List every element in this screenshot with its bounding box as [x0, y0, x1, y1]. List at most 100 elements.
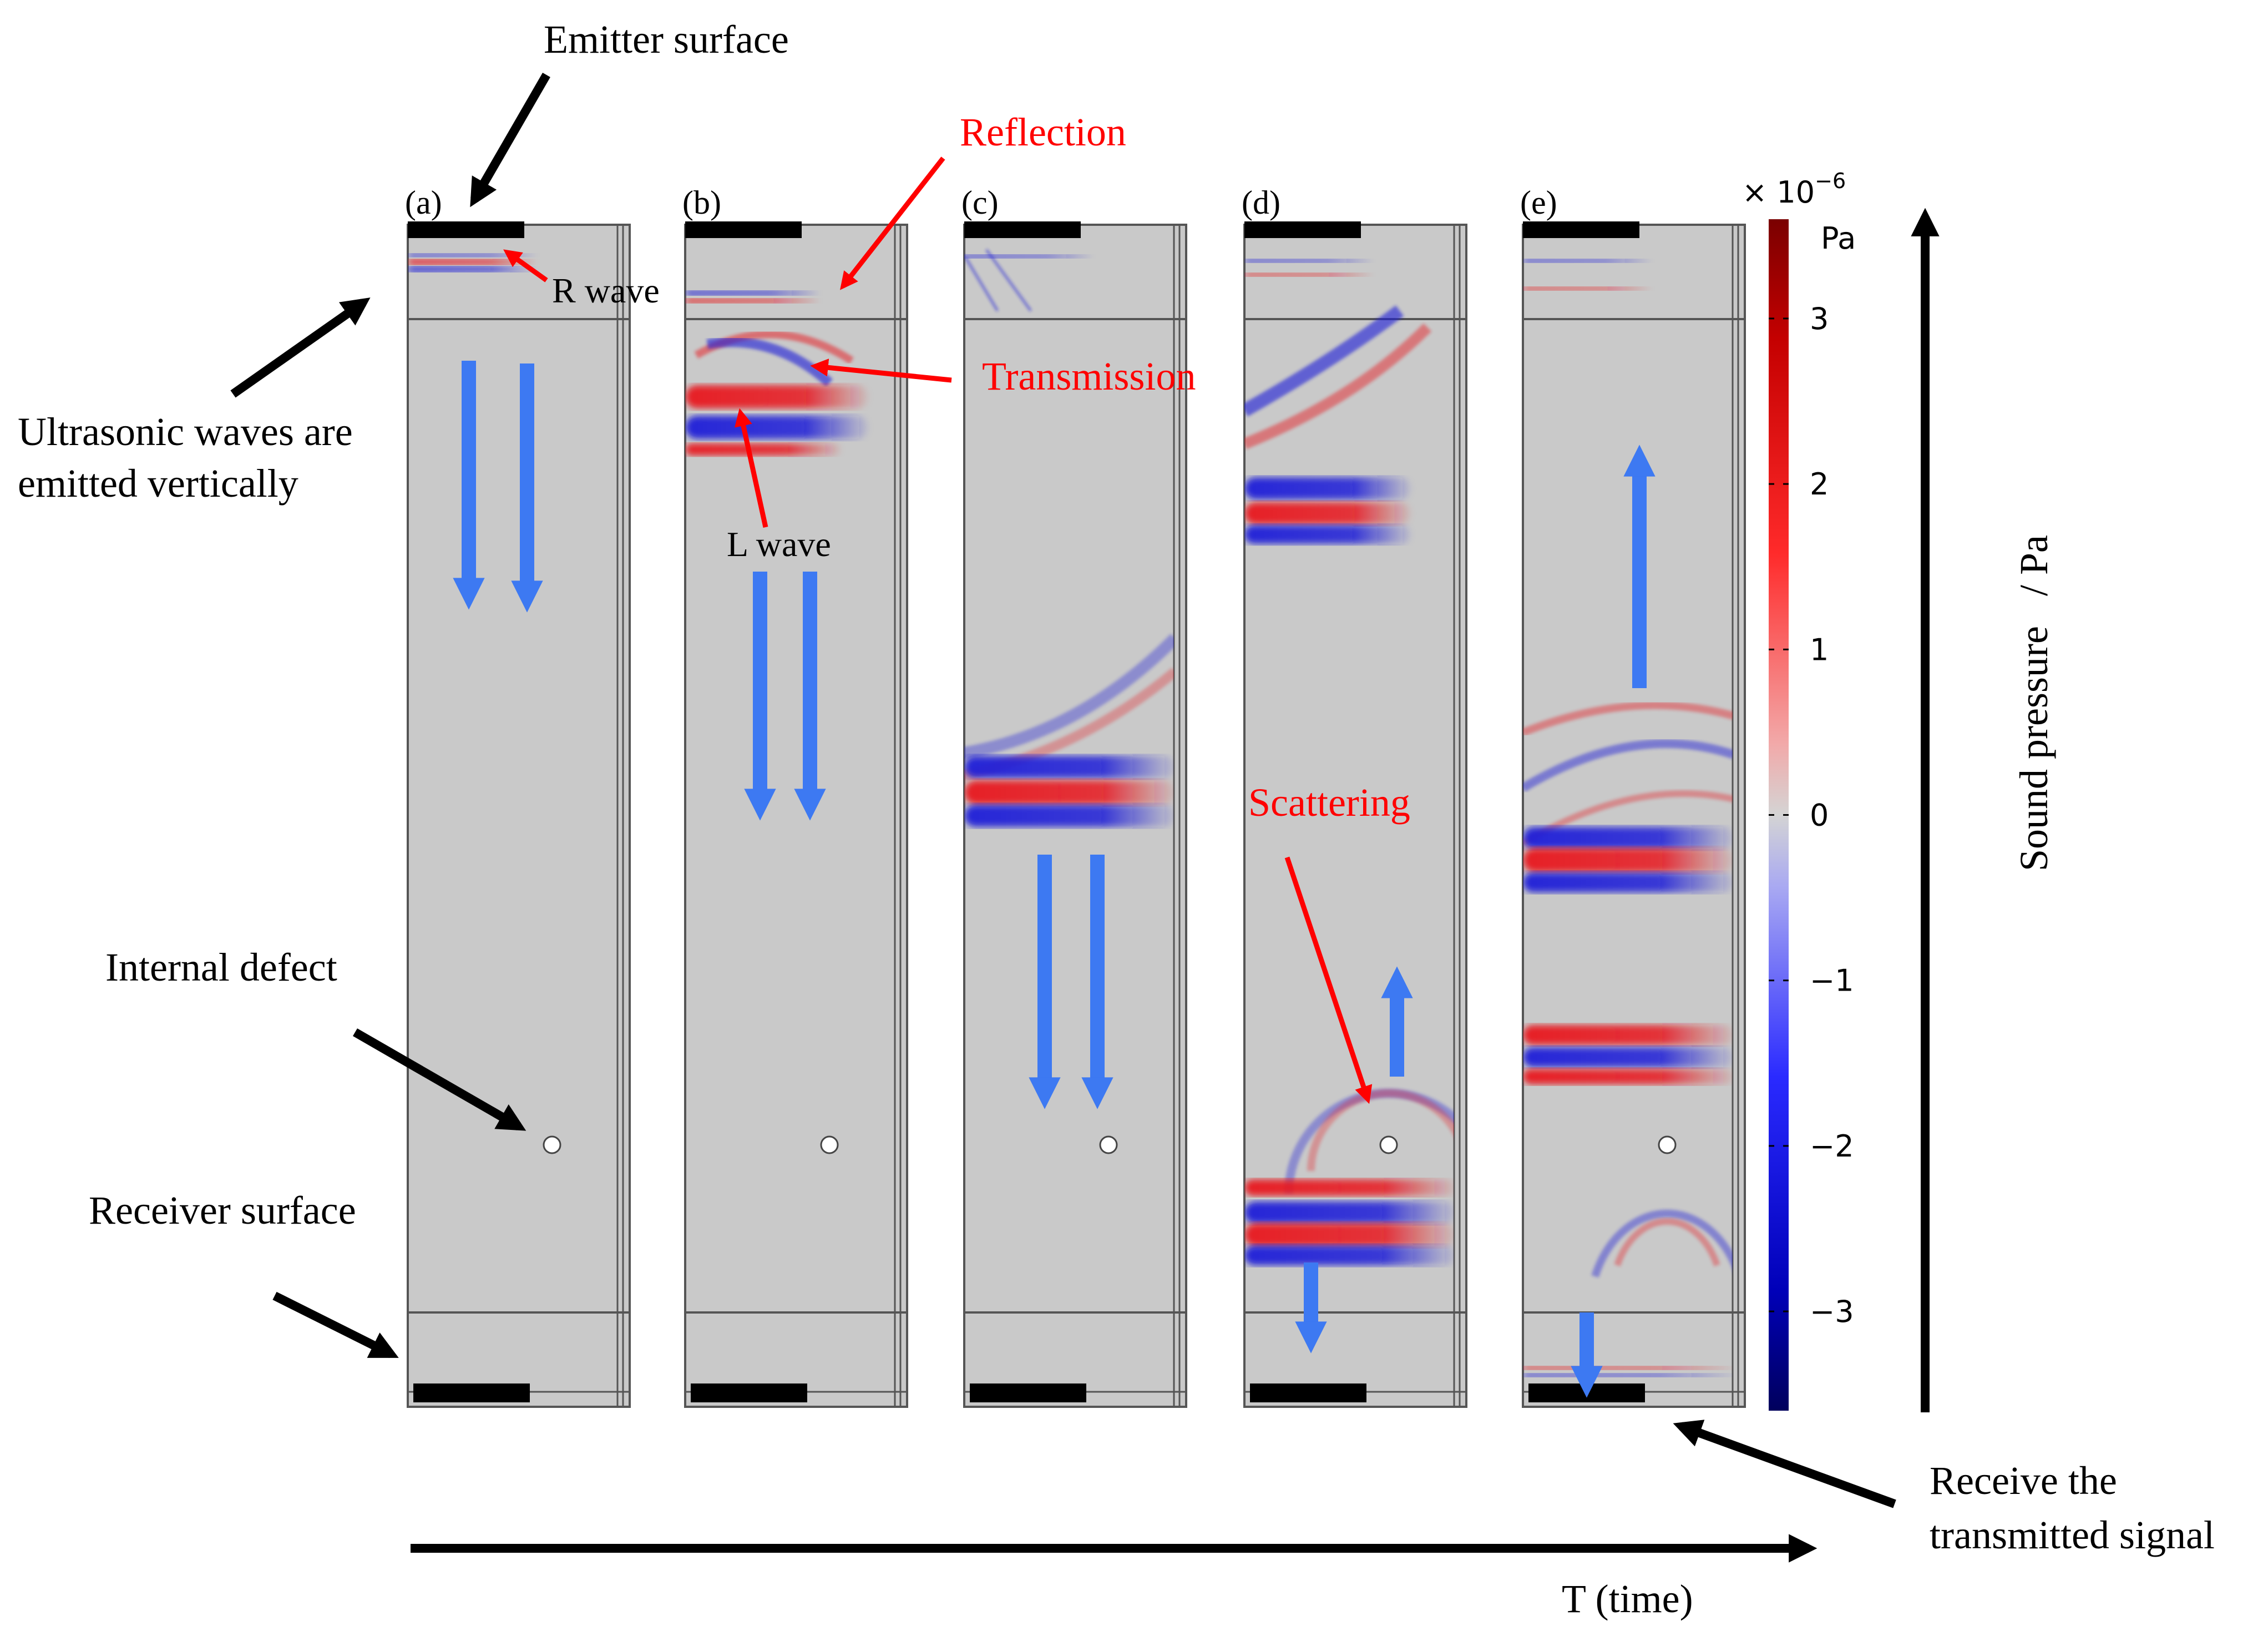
- red-annotation-arrows: [503, 156, 1373, 1104]
- scattered-wavefront: [1244, 323, 1432, 450]
- receive-signal-arrow: [1673, 1420, 1896, 1508]
- scattered-wavefront: [1523, 739, 1733, 792]
- emitter-transducer: [964, 221, 1081, 238]
- wavefront: [1523, 1374, 1733, 1377]
- colorbar-tick-label: 1: [1810, 632, 1829, 667]
- wavefront: [964, 780, 1174, 805]
- wavefront: [1244, 477, 1411, 499]
- internal-defect-marker: [1099, 1135, 1118, 1154]
- ultrasonic-label-line1: Ultrasonic waves are: [18, 410, 353, 454]
- sound-pressure-label: Sound pressure / Pa: [2012, 535, 2056, 871]
- internal-defect-marker: [543, 1135, 561, 1154]
- l-wave-arrow: [735, 408, 768, 528]
- r-wave-arrow: [503, 249, 548, 282]
- wavefront: [1523, 1025, 1733, 1045]
- colorbar-multiplier: × 10−6: [1742, 169, 1846, 210]
- emitter-transducer: [1244, 221, 1361, 238]
- scattered-wavefront: [1614, 1218, 1720, 1266]
- annotation-arrows: [230, 72, 1940, 1563]
- scattering-label: Scattering: [1248, 780, 1410, 825]
- wavefront: [685, 291, 818, 295]
- wavefront: [1244, 1179, 1454, 1196]
- colorbar-tick-label: −1: [1810, 963, 1854, 998]
- wavefront: [1523, 287, 1651, 290]
- wavefront: [685, 385, 868, 408]
- transmission-arrow: [810, 358, 952, 383]
- wavefront: [1244, 1201, 1454, 1224]
- time-axis-label: T (time): [1562, 1577, 1693, 1621]
- r-wave-label: R wave: [552, 271, 660, 310]
- colorbar-tick-label: −2: [1810, 1129, 1854, 1164]
- receiver-arrow: [272, 1291, 399, 1359]
- internal-defect-marker: [1658, 1135, 1677, 1154]
- panel-domain: [1522, 224, 1746, 1408]
- panel-label: (b): [682, 184, 721, 221]
- wavefront: [964, 255, 1092, 258]
- annotation-labels: Emitter surface Ultrasonic waves are emi…: [18, 17, 2215, 1621]
- emitter-transducer: [685, 221, 802, 238]
- wavefront: [685, 416, 868, 439]
- internal-defect-marker: [820, 1135, 839, 1154]
- scattered-wavefront: [964, 249, 1032, 312]
- panel: (b): [682, 184, 908, 1408]
- internal-defect-marker: [1379, 1135, 1398, 1154]
- receiver-transducer: [691, 1383, 807, 1402]
- wavefront: [685, 299, 818, 303]
- panel: (c): [961, 184, 1187, 1408]
- transmission-label: Transmission: [982, 354, 1196, 398]
- panel: (e): [1520, 184, 1746, 1408]
- wavefront: [1523, 259, 1651, 262]
- wavefront: [964, 805, 1174, 827]
- receiver-transducer: [970, 1383, 1086, 1402]
- scattered-wavefront: [1591, 1209, 1733, 1278]
- emitter-transducer: [1523, 221, 1639, 238]
- reflection-arrow: [840, 156, 945, 290]
- panel-label: (a): [405, 184, 442, 221]
- wavefront: [1523, 1069, 1733, 1084]
- scattered-wavefront: [1244, 305, 1404, 417]
- panel-label: (d): [1242, 184, 1280, 221]
- panel: (d): [1242, 184, 1467, 1408]
- wavefront: [408, 266, 535, 272]
- panel-label: (c): [961, 184, 999, 221]
- scattered-wavefront: [964, 634, 1174, 760]
- receive-label-line2: transmitted signal: [1930, 1513, 2215, 1557]
- wavefront: [1244, 525, 1411, 544]
- scattered-wavefront: [1523, 701, 1733, 736]
- internal-defect-label: Internal defect: [105, 945, 337, 989]
- wavefront: [1244, 259, 1372, 262]
- ultrasonic-arrow: [230, 297, 371, 398]
- ultrasonic-label-line2: emitted vertically: [18, 461, 298, 506]
- wavefront: [1523, 1047, 1733, 1067]
- wavefront: [685, 443, 841, 456]
- receive-label-line1: Receive the: [1930, 1458, 2117, 1503]
- receiver-transducer: [1250, 1383, 1366, 1402]
- panel-domain: [407, 224, 631, 1408]
- wavefront: [1244, 1223, 1454, 1246]
- l-wave-label: L wave: [727, 524, 831, 564]
- reflection-label: Reflection: [960, 110, 1126, 154]
- wavefront: [1523, 1366, 1733, 1370]
- simulation-panels: (a) (b) (c) (d) (e): [405, 184, 1746, 1408]
- panel-label: (e): [1520, 184, 1557, 221]
- emitter-transducer: [408, 221, 524, 238]
- wavefront: [1244, 1245, 1454, 1265]
- colorbar-tick-label: 3: [1810, 301, 1829, 336]
- colorbar-tick-label: 0: [1810, 798, 1829, 833]
- emitter-arrow: [470, 72, 550, 208]
- receiver-transducer: [413, 1383, 530, 1402]
- wavefront: [1523, 872, 1733, 892]
- colorbar-unit: Pa: [1821, 221, 1856, 256]
- emitter-surface-label: Emitter surface: [544, 17, 789, 62]
- colorbar-tick-label: 2: [1810, 467, 1829, 502]
- scattering-arrow: [1284, 856, 1373, 1104]
- wavefront: [1523, 848, 1733, 872]
- wavefront: [964, 756, 1174, 778]
- wavefront: [1244, 273, 1372, 276]
- panel: (a): [405, 184, 631, 1408]
- wavefront: [1244, 502, 1411, 524]
- wavefront: [1523, 827, 1733, 849]
- receiver-transducer: [1528, 1383, 1645, 1402]
